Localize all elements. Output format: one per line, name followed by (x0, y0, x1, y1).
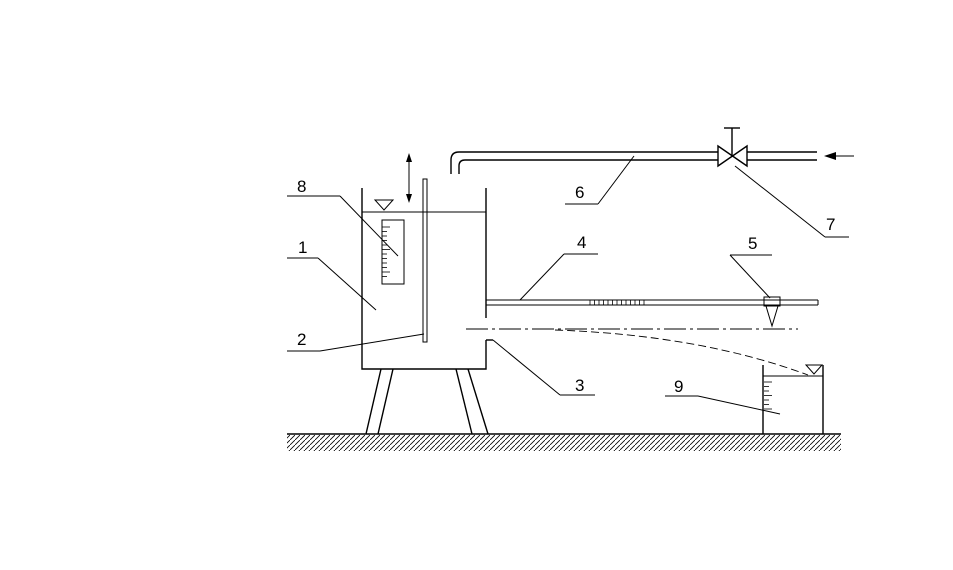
jet-trajectory (554, 329, 809, 376)
label-3: 3 (575, 376, 584, 395)
water-level-triangle-icon (804, 364, 824, 375)
measuring-vessel (762, 365, 824, 434)
double-arrow-vertical-icon (406, 153, 412, 203)
ground (287, 433, 841, 451)
label-5: 5 (748, 234, 757, 253)
sliding-gate-plate (422, 178, 428, 343)
gate-valve-icon (717, 127, 748, 168)
label-9: 9 (674, 377, 683, 396)
label-1: 1 (298, 238, 307, 257)
label-4: 4 (577, 233, 586, 252)
supply-pipe (450, 151, 817, 174)
level-gauge (381, 219, 405, 285)
measuring-rail (486, 299, 819, 306)
label-6: 6 (575, 183, 584, 202)
leader-lines (287, 155, 849, 415)
water-level-triangle-icon (373, 199, 395, 213)
label-8: 8 (297, 177, 306, 196)
tank-stand (365, 368, 489, 435)
label-2: 2 (297, 330, 306, 349)
needle-probe (763, 296, 781, 328)
arrow-left-icon (824, 152, 854, 160)
label-7: 7 (826, 215, 835, 234)
